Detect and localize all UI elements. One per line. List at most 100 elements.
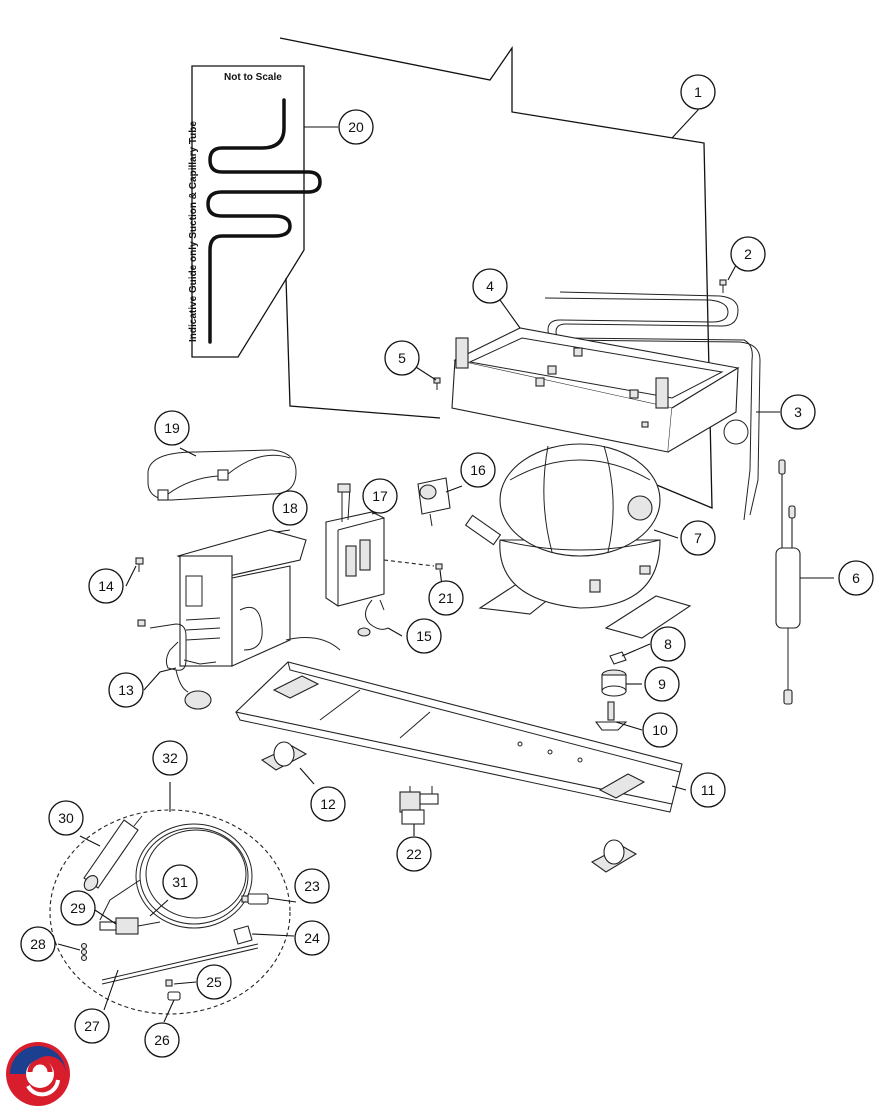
svg-text:8: 8 bbox=[664, 636, 672, 652]
callout-2: 2 bbox=[730, 236, 766, 272]
svg-text:9: 9 bbox=[658, 676, 666, 692]
svg-text:14: 14 bbox=[98, 578, 114, 594]
callout-22: 22 bbox=[396, 836, 432, 872]
cabinet-outline bbox=[279, 37, 713, 509]
castor-rear bbox=[590, 839, 638, 873]
callout-9: 9 bbox=[644, 666, 680, 702]
svg-text:30: 30 bbox=[58, 810, 74, 826]
callout-14: 14 bbox=[88, 568, 124, 604]
drier-filter bbox=[83, 815, 143, 891]
callout-5: 5 bbox=[384, 340, 420, 376]
svg-text:5: 5 bbox=[398, 350, 406, 366]
service-kit-group bbox=[49, 809, 291, 1015]
sensor-lead bbox=[357, 599, 389, 637]
condenser-coil bbox=[544, 291, 761, 521]
valve-assembly-29 bbox=[99, 917, 161, 935]
inverter-module bbox=[325, 483, 385, 607]
grommet-9 bbox=[601, 669, 627, 697]
screw-14 bbox=[135, 557, 144, 572]
capillary-coil bbox=[99, 823, 253, 929]
callout-30: 30 bbox=[48, 800, 84, 836]
svg-text:15: 15 bbox=[416, 628, 432, 644]
svg-text:22: 22 bbox=[406, 846, 422, 862]
compressor bbox=[464, 443, 692, 639]
heater-element bbox=[137, 619, 217, 710]
callout-1: 1 bbox=[680, 74, 716, 110]
callout-6: 6 bbox=[838, 560, 874, 596]
svg-text:26: 26 bbox=[154, 1032, 170, 1048]
svg-text:21: 21 bbox=[438, 590, 454, 606]
rod-27 bbox=[101, 943, 259, 985]
svg-text:1: 1 bbox=[694, 84, 702, 100]
brand-swirl-logo-icon bbox=[6, 1042, 70, 1106]
svg-text:31: 31 bbox=[172, 874, 188, 890]
suction-capillary-tube bbox=[206, 98, 322, 344]
callout-10: 10 bbox=[642, 712, 678, 748]
guide-side-label: Indicative Guide only Suction & Capillar… bbox=[188, 121, 199, 342]
callout-25: 25 bbox=[196, 964, 232, 1000]
screw-5 bbox=[433, 377, 441, 390]
svg-text:12: 12 bbox=[320, 796, 336, 812]
svg-text:18: 18 bbox=[282, 500, 298, 516]
callout-19: 19 bbox=[154, 410, 190, 446]
thermostat-probe bbox=[775, 459, 801, 705]
callout-12: 12 bbox=[310, 786, 346, 822]
callout-26: 26 bbox=[144, 1022, 180, 1058]
callout-15: 15 bbox=[406, 618, 442, 654]
fitting-23 bbox=[241, 893, 269, 905]
callout-13: 13 bbox=[108, 672, 144, 708]
connector-26 bbox=[167, 991, 181, 1001]
svg-text:4: 4 bbox=[486, 278, 494, 294]
clip-24 bbox=[233, 925, 253, 945]
screws-28 bbox=[80, 942, 88, 962]
svg-text:19: 19 bbox=[164, 420, 180, 436]
screw-tray bbox=[641, 421, 649, 428]
callout-21: 21 bbox=[428, 580, 464, 616]
water-valve bbox=[399, 786, 439, 825]
callout-20: 20 bbox=[338, 109, 374, 145]
castor-front bbox=[260, 741, 308, 771]
callout-7: 7 bbox=[680, 520, 716, 556]
svg-text:17: 17 bbox=[372, 488, 388, 504]
callout-11: 11 bbox=[690, 772, 726, 808]
callout-32: 32 bbox=[152, 740, 188, 776]
svg-text:16: 16 bbox=[470, 462, 486, 478]
wiring-harness bbox=[147, 449, 297, 501]
base-plate bbox=[234, 661, 683, 813]
svg-text:23: 23 bbox=[304, 878, 320, 894]
svg-text:29: 29 bbox=[70, 900, 86, 916]
svg-text:27: 27 bbox=[84, 1018, 100, 1034]
svg-text:24: 24 bbox=[304, 930, 320, 946]
svg-text:20: 20 bbox=[348, 119, 364, 135]
callout-16: 16 bbox=[460, 452, 496, 488]
mount-pin-10 bbox=[594, 701, 628, 731]
callout-8: 8 bbox=[650, 626, 686, 662]
svg-text:7: 7 bbox=[694, 530, 702, 546]
svg-text:2: 2 bbox=[744, 246, 752, 262]
callout-18: 18 bbox=[272, 490, 308, 526]
svg-text:11: 11 bbox=[701, 782, 716, 798]
callout-28: 28 bbox=[20, 926, 56, 962]
clip-8 bbox=[609, 651, 627, 665]
control-box bbox=[176, 529, 341, 667]
callout-17: 17 bbox=[362, 478, 398, 514]
tube-guide-panel: Not to Scale Indicative Guide only Sucti… bbox=[188, 65, 322, 358]
svg-text:28: 28 bbox=[30, 936, 46, 952]
callout-27: 27 bbox=[74, 1008, 110, 1044]
svg-text:13: 13 bbox=[118, 682, 134, 698]
screw-2 bbox=[719, 279, 727, 293]
callout-24: 24 bbox=[294, 920, 330, 956]
overload-protector bbox=[417, 477, 451, 527]
callout-4: 4 bbox=[472, 268, 508, 304]
callout-3: 3 bbox=[780, 394, 816, 430]
drip-tray bbox=[451, 327, 740, 453]
callout-31: 31 bbox=[162, 864, 198, 900]
svg-text:25: 25 bbox=[206, 974, 222, 990]
svg-text:3: 3 bbox=[794, 404, 802, 420]
callout-29: 29 bbox=[60, 890, 96, 926]
callouts: 1 2 3 4 5 6 7 8 9 10 11 12 13 14 15 16 1… bbox=[20, 74, 874, 1058]
scale-note: Not to Scale bbox=[224, 72, 282, 83]
nut-25 bbox=[165, 979, 173, 987]
callout-23: 23 bbox=[294, 868, 330, 904]
